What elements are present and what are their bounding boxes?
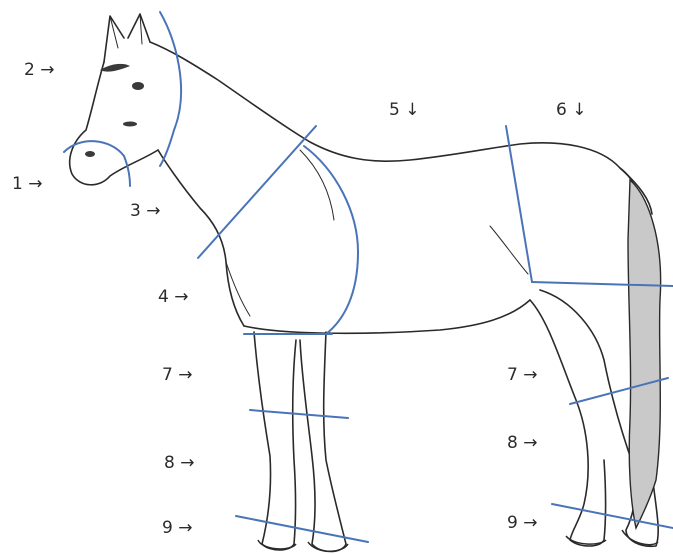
label-4: 4 → xyxy=(158,287,189,307)
hip-line xyxy=(531,281,673,287)
label-9-front: 9 → xyxy=(162,518,193,538)
hind-cannon-line xyxy=(569,377,669,405)
label-8-front: 8 → xyxy=(164,453,195,473)
muzzle-line xyxy=(63,140,131,187)
shoulder-arc xyxy=(303,145,360,335)
region-division-lines xyxy=(63,11,673,543)
label-7-hind: 7 → xyxy=(507,365,538,385)
front-cannon-line xyxy=(249,409,349,419)
label-8-hind: 8 → xyxy=(507,433,538,453)
front-pastern-line xyxy=(235,515,369,543)
neck-shoulder-line xyxy=(197,125,317,259)
hind-pastern-line xyxy=(551,503,673,529)
label-5: 5 ↓ xyxy=(389,100,420,120)
poll-line xyxy=(159,11,183,167)
label-7-front: 7 → xyxy=(162,365,193,385)
label-1: 1 → xyxy=(12,174,43,194)
label-9-hind: 9 → xyxy=(507,513,538,533)
tail-shape xyxy=(627,178,662,531)
hooves xyxy=(257,529,659,552)
label-6: 6 ↓ xyxy=(556,100,587,120)
head-details xyxy=(85,63,144,157)
flank-line xyxy=(505,125,533,283)
label-3: 3 → xyxy=(130,201,161,221)
label-2: 2 → xyxy=(24,60,55,80)
